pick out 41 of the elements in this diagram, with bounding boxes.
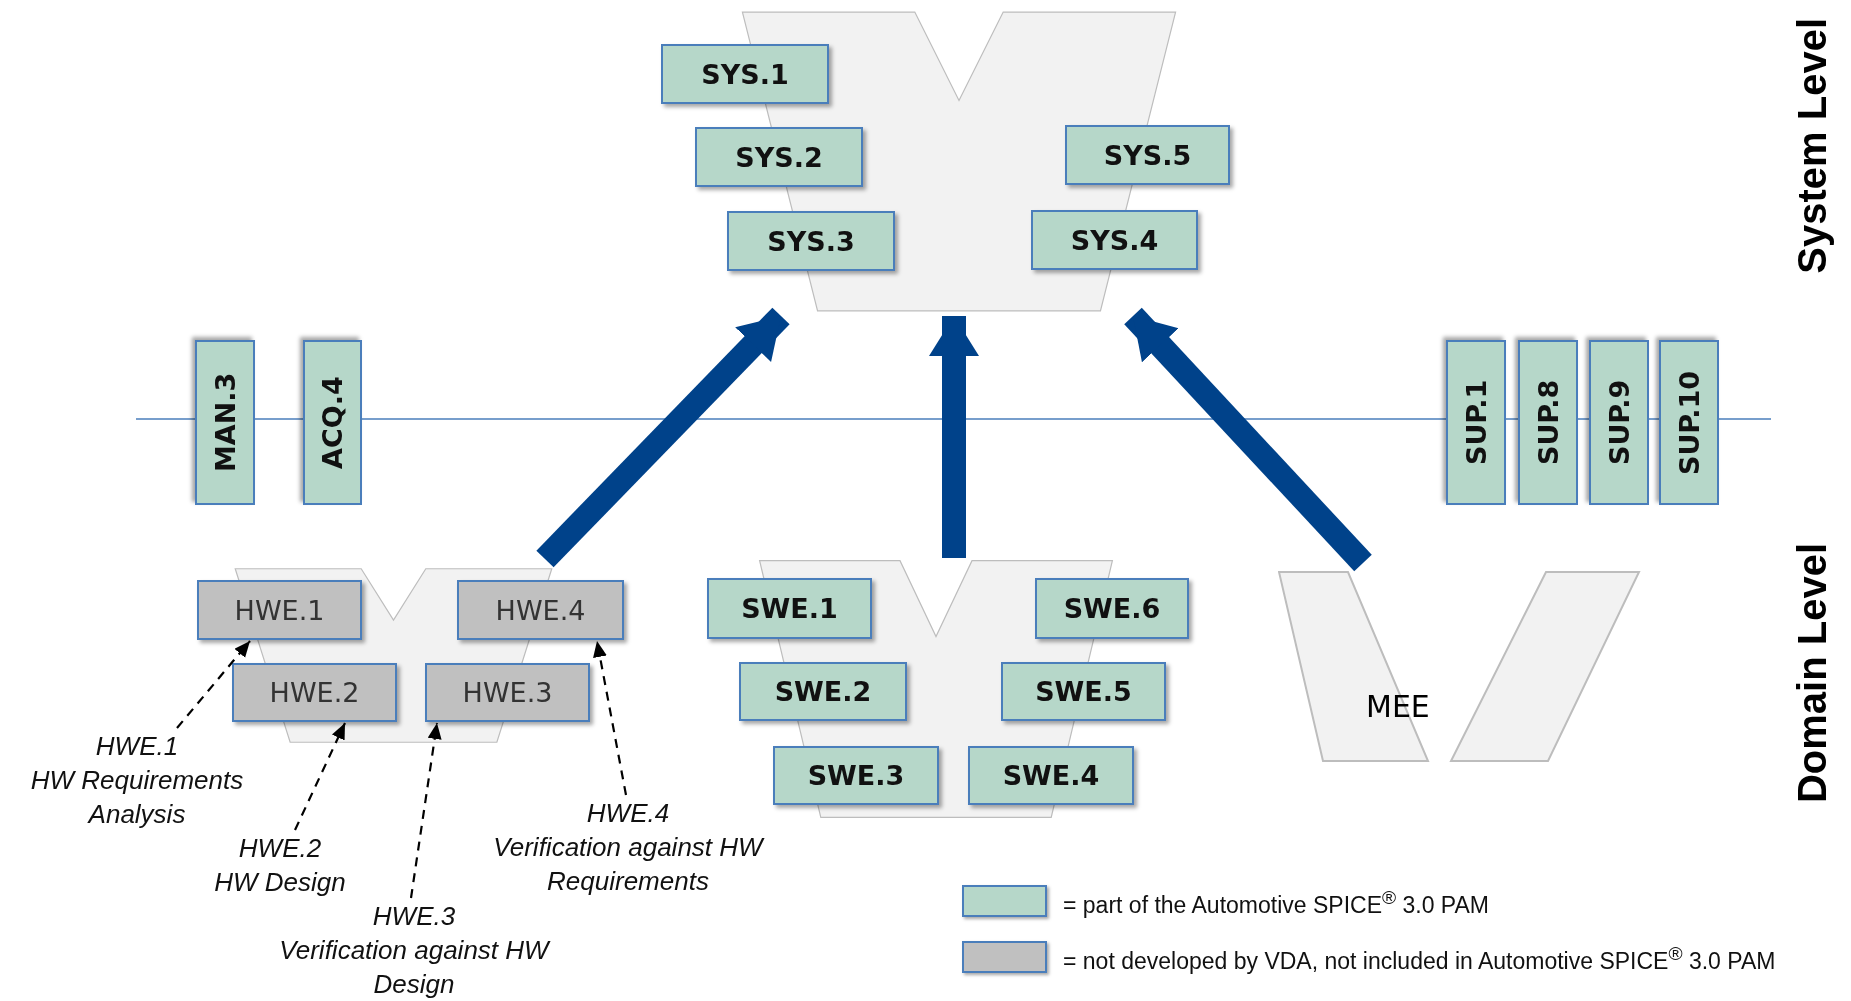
callout-title: HWE.2 <box>237 832 323 865</box>
process-box: SUP.9 <box>1589 340 1649 505</box>
process-box: HWE.1 <box>197 580 362 640</box>
process-box: SWE.5 <box>1001 662 1166 721</box>
v-shape <box>1278 571 1641 763</box>
callout-title: HWE.4 <box>585 797 671 830</box>
level-label: Domain Level <box>1790 543 1835 804</box>
process-box: SWE.3 <box>773 746 939 805</box>
process-box: SYS.2 <box>695 127 863 187</box>
process-box: SWE.1 <box>707 578 872 639</box>
legend-text: = not developed by VDA, not included in Automotive SPICE$^{®}$ 3.0 PAM <box>1063 943 1776 975</box>
block-arrow <box>536 307 790 568</box>
process-box: SUP.10 <box>1659 340 1719 505</box>
process-box: SWE.2 <box>739 662 907 721</box>
process-box: MAN.3 <box>195 340 255 505</box>
shape-label: MEE <box>1366 689 1430 724</box>
callout-title: HWE.3 <box>371 900 457 933</box>
leader-line <box>593 640 628 796</box>
process-box: SWE.6 <box>1035 578 1189 639</box>
callout-title: HWE.1 <box>94 730 180 763</box>
process-box: HWE.3 <box>425 663 590 722</box>
process-box: SYS.4 <box>1031 210 1198 270</box>
process-box: SWE.4 <box>968 746 1134 805</box>
level-label: System Level <box>1790 18 1835 274</box>
leader-line <box>294 722 346 831</box>
process-box: ACQ.4 <box>303 340 362 505</box>
leader-line <box>176 640 251 729</box>
process-box: SUP.8 <box>1518 340 1578 505</box>
callout-description: HW Design <box>213 865 347 899</box>
process-box: SYS.1 <box>661 44 829 104</box>
block-arrow <box>1124 307 1372 572</box>
callout-description: Verification against HW Requirements <box>492 830 766 898</box>
callout-description: Verification against HW Design <box>278 933 552 1001</box>
process-box: HWE.2 <box>232 663 397 722</box>
process-box: SUP.1 <box>1446 340 1506 505</box>
process-box: SYS.3 <box>727 211 895 271</box>
legend-text: = part of the Automotive SPICE$^{®}$ 3.0 PAM <box>1063 887 1489 919</box>
process-box: SYS.5 <box>1065 125 1230 185</box>
callout-description: HW Requirements Analysis <box>29 763 245 831</box>
process-box: HWE.4 <box>457 580 624 640</box>
leader-line <box>409 722 442 899</box>
